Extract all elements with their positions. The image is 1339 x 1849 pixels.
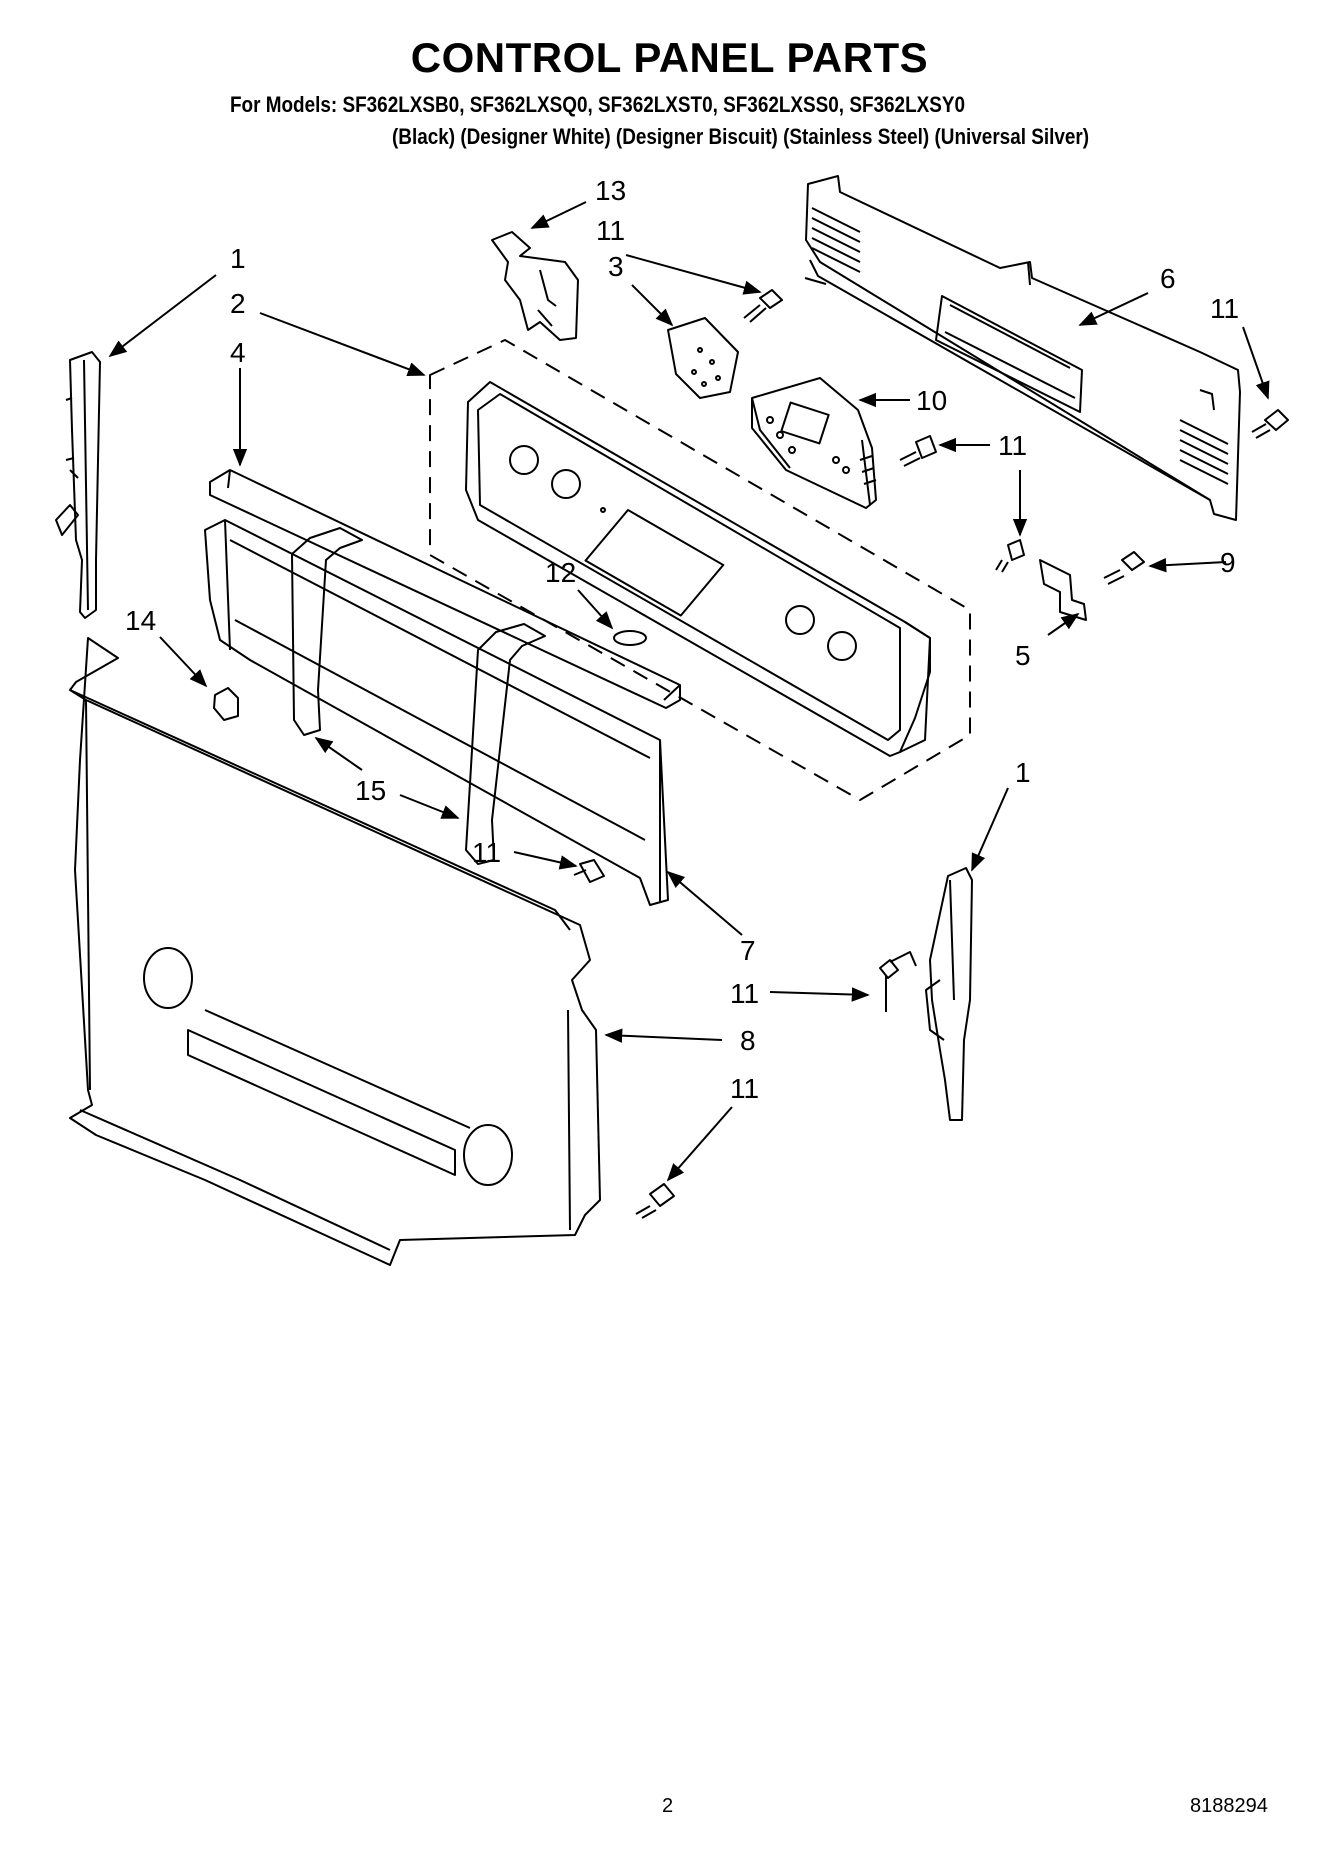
- back-panel-part-6: [804, 175, 1241, 521]
- badge-part-12: [613, 630, 647, 646]
- page-number: 2: [662, 1795, 674, 1817]
- screw-part-11: [743, 289, 783, 323]
- callout-15: 15: [355, 775, 386, 806]
- models-line: For Models: SF362LXSB0, SF362LXSQ0, SF36…: [230, 92, 966, 117]
- callout-5: 5: [1015, 640, 1031, 671]
- callout-11-top: 11: [596, 215, 625, 246]
- callout-3: 3: [608, 251, 624, 282]
- end-cap-left-part: [55, 351, 101, 619]
- callout-6: 6: [1160, 263, 1176, 294]
- callout-11-bottom: 11: [730, 1073, 759, 1104]
- callout-8: 8: [740, 1025, 756, 1056]
- leader-lines: [108, 201, 1270, 1182]
- support-rail-part-4: [209, 469, 681, 709]
- callout-11-lower: 11: [472, 837, 501, 868]
- screw-part-11: [879, 951, 917, 1012]
- screw-part-11: [899, 435, 937, 467]
- bracket-part-13: [491, 231, 579, 341]
- circuit-board-part-3: [667, 317, 739, 399]
- control-panel-part-2: [429, 339, 971, 801]
- end-cap-right-part: [925, 867, 973, 1121]
- electronic-control-part-10: [751, 377, 877, 509]
- callout-4: 4: [230, 337, 246, 368]
- callout-14: 14: [125, 605, 156, 636]
- callout-10: 10: [916, 385, 947, 416]
- bracket-part-15: [291, 527, 546, 865]
- screw-part-11: [573, 859, 605, 883]
- front-panel-part-8: [69, 637, 601, 1266]
- callout-2: 2: [230, 288, 246, 319]
- callout-11-mid: 11: [998, 430, 1027, 461]
- callout-1-right: 1: [1015, 757, 1031, 788]
- screw-part-9: [1103, 551, 1145, 585]
- page-title: CONTROL PANEL PARTS: [410, 34, 929, 81]
- screw-part-11: [635, 1183, 675, 1219]
- callout-12: 12: [545, 557, 576, 588]
- callout-9: 9: [1220, 547, 1236, 578]
- screw-part-11: [1251, 409, 1289, 439]
- support-rail-part-7: [204, 519, 669, 906]
- clip-part-5: [1039, 559, 1087, 621]
- screw-part-11: [995, 539, 1025, 573]
- callout-11-right-top: 11: [1210, 293, 1239, 324]
- callout-11-right: 11: [730, 978, 759, 1009]
- callout-7: 7: [740, 935, 756, 966]
- callout-13: 13: [595, 175, 626, 206]
- callout-1-left: 1: [230, 243, 246, 274]
- colors-line: (Black) (Designer White) (Designer Biscu…: [392, 124, 1090, 149]
- bracket-part-14: [213, 687, 239, 721]
- document-number: 8188294: [1190, 1795, 1268, 1817]
